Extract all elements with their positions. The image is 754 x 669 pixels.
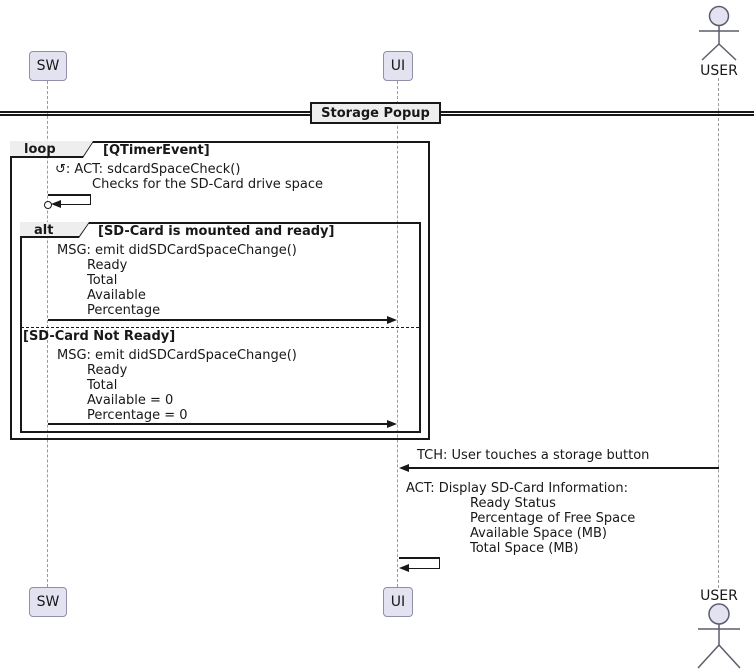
display-param: Total Space (MB): [470, 541, 579, 556]
alt1-param: Ready: [87, 258, 128, 273]
alt-condition-2: [SD-Card Not Ready]: [23, 329, 176, 344]
participant-sw-label: SW: [36, 58, 60, 74]
alt2-arrow-line: [48, 423, 388, 425]
loop-frame: [10, 141, 430, 440]
touch-arrow-line: [408, 467, 719, 469]
sw-self-arrow-side: [89, 194, 91, 205]
alt-frame-tab: alt: [20, 222, 90, 238]
ui-self-arrow-side: [438, 557, 440, 569]
alt2-param: Available = 0: [87, 393, 174, 408]
alt1-param: Total: [87, 273, 118, 288]
alt-separator: [21, 327, 419, 328]
participant-sw-bottom: SW: [29, 587, 67, 617]
display-param: Available Space (MB): [470, 526, 608, 541]
participant-ui-label: UI: [390, 58, 406, 74]
loop-label: loop: [24, 142, 56, 157]
participant-sw-top: SW: [29, 51, 67, 81]
sw-self-arrow-top: [48, 194, 91, 196]
alt1-arrowhead-icon: [387, 315, 397, 324]
ui-self-arrow-top: [399, 557, 440, 559]
alt2-param: Percentage = 0: [87, 408, 188, 423]
alt1-message: MSG: emit didSDCardSpaceChange(): [57, 243, 297, 258]
user-actor-icon-bottom: [697, 603, 741, 669]
alt1-param: Percentage: [87, 303, 161, 318]
sw-lifeline: [47, 81, 48, 587]
alt2-param: Total: [87, 378, 118, 393]
touch-arrowhead-icon: [399, 463, 409, 472]
alt-condition-1: [SD-Card is mounted and ready]: [98, 224, 335, 239]
alt1-param: Available: [87, 288, 146, 303]
sw-self-arrowhead-icon: [51, 200, 61, 208]
ui-self-arrow-bottom: [407, 567, 440, 569]
divider-title-box: Storage Popup: [310, 102, 441, 124]
loop-frame-tab: loop: [10, 141, 94, 158]
alt2-arrowhead-icon: [387, 419, 397, 428]
open-circle-marker-icon: [43, 200, 52, 209]
alt-label: alt: [34, 222, 54, 238]
display-param: Percentage of Free Space: [470, 511, 636, 526]
ui-lifeline: [397, 81, 398, 587]
divider-title: Storage Popup: [321, 105, 430, 121]
alt1-arrow-line: [48, 319, 388, 321]
loop-condition: [QTimerEvent]: [103, 143, 210, 158]
actor-user-label-bottom: USER: [700, 588, 738, 604]
participant-ui-bottom: UI: [383, 587, 413, 617]
participant-sw-label: SW: [36, 594, 60, 610]
actor-user-label-top: USER: [700, 63, 738, 79]
display-header: ACT: Display SD-Card Information:: [406, 481, 628, 496]
sw-self-message-line2: Checks for the SD-Card drive space: [92, 177, 324, 192]
sw-self-arrow-bottom: [56, 203, 91, 206]
alt2-message: MSG: emit didSDCardSpaceChange(): [57, 348, 297, 363]
alt2-param: Ready: [87, 363, 128, 378]
participant-ui-label: UI: [390, 594, 406, 610]
sw-self-message-line1: ↺: ACT: sdcardSpaceCheck(): [55, 162, 241, 177]
participant-ui-top: UI: [383, 51, 413, 81]
user-lifeline: [718, 78, 719, 588]
user-actor-icon: [699, 5, 739, 61]
touch-message: TCH: User touches a storage button: [417, 448, 650, 463]
ui-self-arrowhead-icon: [399, 563, 409, 572]
display-param: Ready Status: [470, 496, 556, 511]
